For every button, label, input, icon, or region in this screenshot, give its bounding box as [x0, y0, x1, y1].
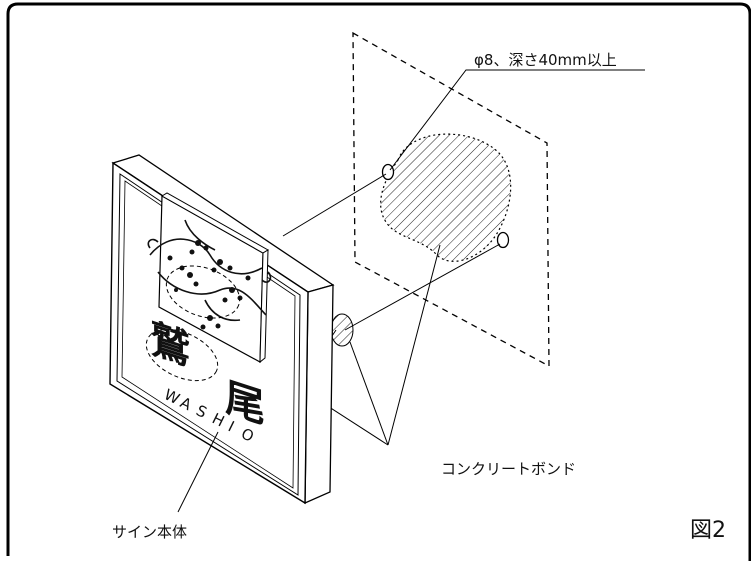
- bond-label: コンクリートボンド: [441, 460, 577, 478]
- romaji-letter: W: [161, 385, 182, 408]
- projection-line-upper: [282, 173, 387, 237]
- drill-hole-leader: [389, 69, 645, 171]
- wall-bond-area: [380, 133, 512, 262]
- figure-number: 図2: [690, 518, 726, 543]
- bond-leader-2: [387, 244, 441, 446]
- wall-outline: [352, 31, 550, 368]
- figure-frame: [6, 2, 751, 561]
- sign-bond-dashed-lower: [145, 328, 219, 382]
- bond-leader-1: [349, 341, 389, 446]
- romaji-letter: I: [225, 417, 237, 435]
- sign-back-bond: [330, 313, 354, 347]
- projection-line-lower: [344, 243, 501, 331]
- drill-hole-label: φ8、深さ40mm以上: [474, 51, 617, 69]
- sign-body: 鷲 尾 W A S H I O: [109, 154, 335, 505]
- sign-body-leader: [177, 431, 219, 513]
- sign-bond-dashed-upper: [165, 265, 241, 319]
- floral-flowers: [167, 240, 251, 330]
- floral-ornament: [147, 219, 272, 322]
- sign-body-label: サイン本体: [112, 523, 188, 541]
- drill-hole-right: [496, 231, 510, 249]
